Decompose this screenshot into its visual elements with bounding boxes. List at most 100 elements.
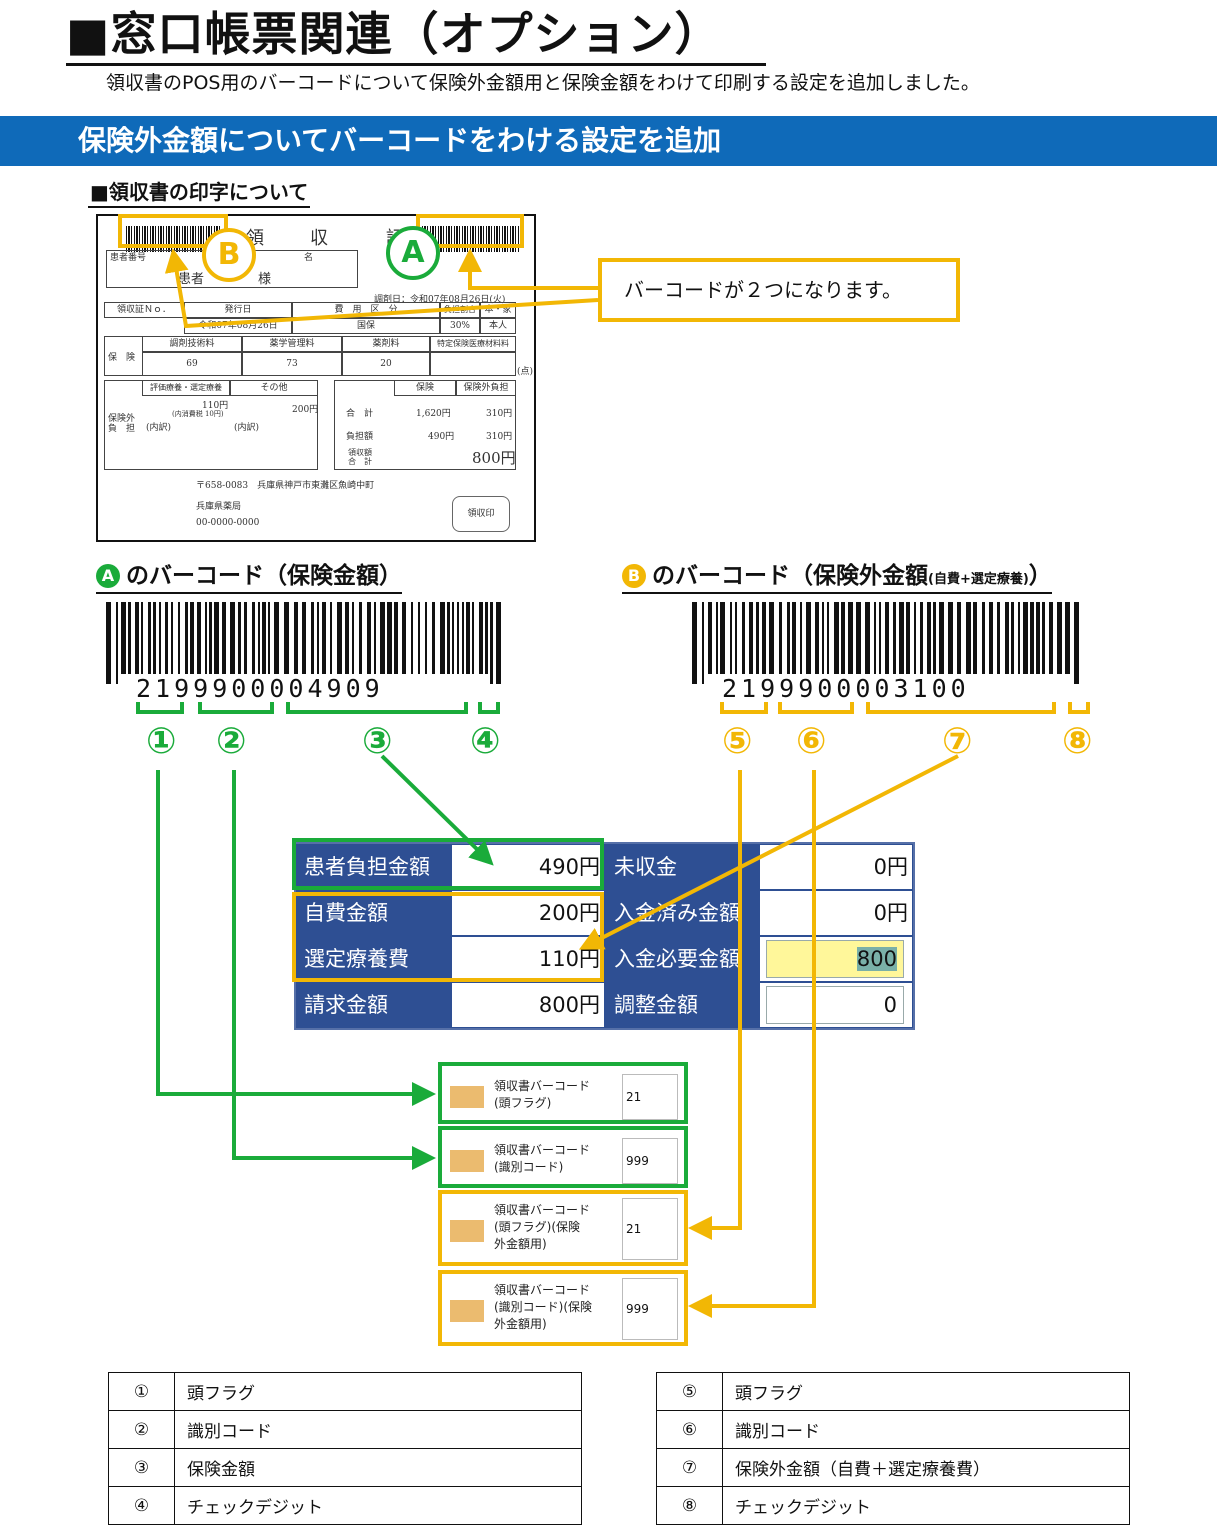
required-payment-value: 800 xyxy=(856,947,897,971)
barcode-bar xyxy=(244,602,247,674)
setting-label: 領収書バーコード (頭フラグ) xyxy=(494,1079,591,1110)
marker-b: B xyxy=(202,228,256,282)
barcode-bar xyxy=(440,602,445,674)
receipt-no-label: 領収証Ｎｏ． xyxy=(104,302,184,318)
receipt-burden-amount-label: 負担額 xyxy=(346,432,374,442)
receipt-fee-value-3: 20 xyxy=(342,352,430,376)
barcode-bar xyxy=(238,602,241,674)
callout-two-barcodes: バーコードが２つになります。 xyxy=(598,258,960,322)
receipt-insurance-label: 保 険 xyxy=(108,353,136,363)
barcode-a-title-text: のバーコード（保険金額） xyxy=(126,563,402,589)
barcode-bar xyxy=(735,602,737,674)
legend-text: 頭フラグ xyxy=(174,1372,582,1411)
barcode-bar xyxy=(178,602,180,674)
barcode-bar xyxy=(822,602,824,674)
barcode-bar xyxy=(165,602,168,674)
barcode-bar xyxy=(885,602,889,674)
setting-input-id-code-ext[interactable]: 999 xyxy=(622,1278,678,1340)
setting-input-id-code[interactable]: 999 xyxy=(622,1138,678,1184)
barcode-bar xyxy=(1023,602,1028,674)
barcode-bar xyxy=(1065,602,1070,674)
part-5: ⑤ xyxy=(722,721,753,762)
barcode-bar xyxy=(411,602,413,674)
receipt-extra-value-2: 200円 xyxy=(292,405,319,415)
bracket-7 xyxy=(866,702,1056,714)
barcode-bar xyxy=(879,602,881,674)
receipt-address: 〒658-0083 兵庫県神戸市東灘区魚崎中町 xyxy=(196,481,375,491)
barcode-bar xyxy=(957,602,961,674)
barcode-bar xyxy=(311,602,314,674)
patient-burden-highlight xyxy=(292,838,604,890)
receipt-title-2: 収 xyxy=(310,228,328,249)
barcode-bar xyxy=(920,602,923,674)
bracket-3 xyxy=(286,702,468,714)
setting-input-head-flag-ext[interactable]: 21 xyxy=(622,1198,678,1260)
legend-no: ③ xyxy=(108,1448,175,1487)
receipt-phone: 00-0000-0000 xyxy=(196,518,260,528)
barcode-bar xyxy=(317,602,319,674)
setting-color-swatch xyxy=(450,1220,484,1242)
receipt-fee-value-1: 69 xyxy=(142,352,242,376)
barcode-bar xyxy=(337,602,342,674)
barcode-bar xyxy=(893,602,896,674)
legend-no: ① xyxy=(108,1372,175,1411)
barcode-bar xyxy=(800,602,802,674)
barcode-bar xyxy=(792,602,796,674)
billing-value: 800円 xyxy=(452,983,604,1027)
receipt-burden-label: 負担割合 xyxy=(440,302,480,318)
barcode-bar xyxy=(479,602,483,674)
barcode-bar xyxy=(222,602,226,674)
selected-care-value: 110円 xyxy=(452,937,604,981)
barcode-bar xyxy=(692,602,697,684)
barcode-bar xyxy=(418,602,420,674)
legend-text: チェックデジット xyxy=(722,1486,1130,1525)
barcode-bar xyxy=(708,602,712,674)
adjustment-input[interactable]: 0 xyxy=(766,986,904,1024)
receipt-total-ext: 310円 xyxy=(486,409,513,419)
legend-text: 識別コード xyxy=(722,1410,1130,1449)
receipt-insurance-type: 国保 xyxy=(292,318,440,334)
barcode-bar xyxy=(1036,602,1040,674)
required-payment-input[interactable]: 800 xyxy=(766,940,904,978)
barcode-bar xyxy=(1049,602,1053,674)
barcode-bar xyxy=(927,602,931,674)
barcode-bar xyxy=(749,602,753,674)
receipt-fee-header-4: 特定保険医療材料料 xyxy=(430,336,516,352)
barcode-bar xyxy=(966,602,971,674)
barcode-bar xyxy=(302,602,306,674)
barcode-bar xyxy=(848,602,853,674)
barcode-bar xyxy=(948,602,953,674)
barcode-bar xyxy=(128,602,131,674)
barcode-bar xyxy=(185,602,188,674)
barcode-bar xyxy=(322,602,326,674)
uncollected-label: 未収金 xyxy=(606,844,760,890)
barcode-bar xyxy=(214,602,219,674)
barcode-bar xyxy=(496,602,501,684)
barcode-bar xyxy=(1018,602,1020,674)
barcode-bar xyxy=(769,602,774,674)
bracket-4 xyxy=(478,702,500,714)
barcode-bar xyxy=(973,602,977,674)
barcode-bar xyxy=(359,602,362,674)
barcode-bar xyxy=(856,602,861,674)
barcode-bar xyxy=(205,602,207,674)
receipt-fee-value-2: 73 xyxy=(242,352,342,376)
barcode-b-bars xyxy=(692,602,1086,684)
part-7: ⑦ xyxy=(942,721,973,762)
setting-color-swatch xyxy=(450,1086,484,1108)
barcode-bar xyxy=(939,602,944,674)
barcode-bar xyxy=(148,602,151,674)
barcode-bar xyxy=(135,602,139,674)
barcode-a-digits: 2199900004909 xyxy=(136,674,384,703)
barcode-bar xyxy=(121,602,126,674)
barcode-bar xyxy=(989,602,993,674)
barcode-bar xyxy=(367,602,371,674)
setting-input-head-flag[interactable]: 21 xyxy=(622,1074,678,1120)
barcode-bar xyxy=(762,602,766,674)
barcode-bar xyxy=(394,602,398,674)
paid-label: 入金済み金額 xyxy=(606,890,760,936)
setting-row-id-code: 領収書バーコード (識別コード) 999 xyxy=(438,1126,688,1188)
